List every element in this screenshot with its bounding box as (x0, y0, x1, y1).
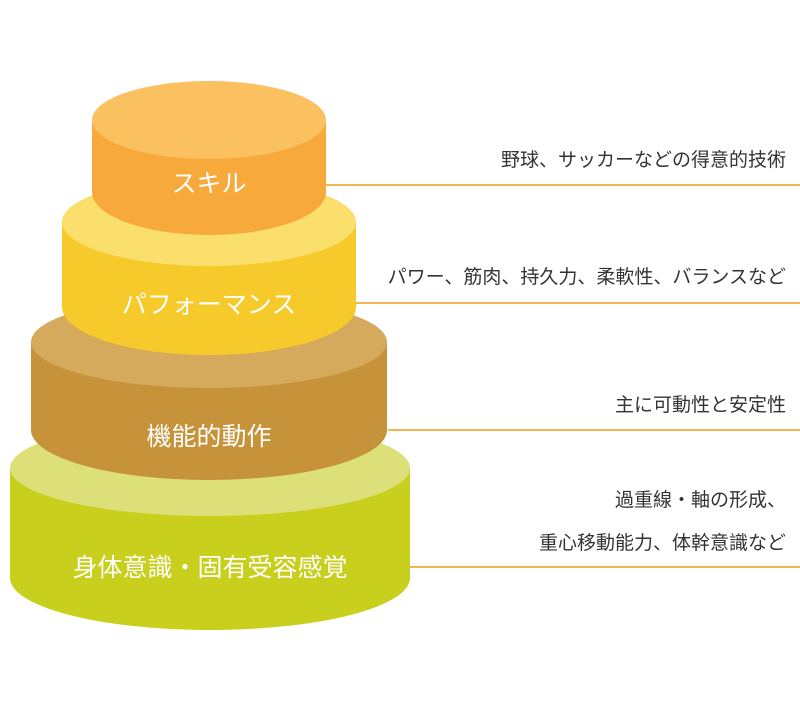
description-functional-movement: 主に可動性と安定性 (615, 394, 786, 416)
description-performance: パワー、筋肉、持久力、柔軟性、バランスなど (388, 266, 786, 288)
description-body-awareness-line-1: 過重線・軸の形成、 (615, 489, 786, 511)
tier-body-awareness-title: 身体意識・固有受容感覚 (72, 553, 347, 582)
tier-skill: スキル (92, 81, 326, 235)
tier-skill-title: スキル (171, 169, 246, 198)
tier-performance-title: パフォーマンス (122, 290, 297, 319)
description-skill: 野球、サッカーなどの得意的技術 (501, 149, 786, 171)
tier-skill-top (92, 81, 326, 159)
tier-functional-movement-title: 機能的動作 (146, 422, 271, 451)
description-body-awareness-line-2: 重心移動能力、体幹意識など (539, 532, 786, 554)
